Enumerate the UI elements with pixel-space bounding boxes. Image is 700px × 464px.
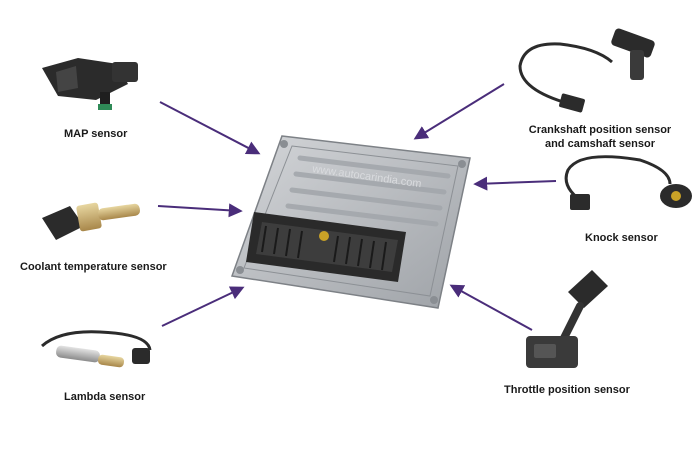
coolant-sensor-icon <box>42 202 140 240</box>
lambda-sensor-icon <box>41 330 152 368</box>
crankshaft-sensor-label: Crankshaft position sensor and camshaft … <box>520 123 680 151</box>
knock-sensor-icon <box>564 155 692 210</box>
ecu-unit-icon: www.autocarindia.com <box>230 135 471 309</box>
crankshaft-label-line1: Crankshaft position sensor <box>528 124 672 136</box>
coolant-sensor-label: Coolant temperature sensor <box>20 261 167 273</box>
arrow-knock <box>473 176 557 191</box>
ecu-connector-icon <box>246 212 406 282</box>
throttle-sensor-icon <box>526 270 608 368</box>
arrow-lambda <box>161 286 245 327</box>
map-sensor-label: MAP sensor <box>64 128 128 140</box>
arrow-throttle <box>449 284 533 331</box>
arrow-map <box>159 101 261 155</box>
diagram-arrows <box>157 83 557 331</box>
arrow-crank <box>413 83 505 140</box>
lambda-sensor-label: Lambda sensor <box>64 391 146 403</box>
crankshaft-label-line2: and camshaft sensor <box>544 138 656 150</box>
crankshaft-sensor-icon <box>518 28 655 113</box>
map-sensor-icon <box>42 58 138 110</box>
arrow-coolant <box>157 203 243 218</box>
throttle-sensor-label: Throttle position sensor <box>504 384 630 396</box>
knock-sensor-label: Knock sensor <box>585 232 658 244</box>
